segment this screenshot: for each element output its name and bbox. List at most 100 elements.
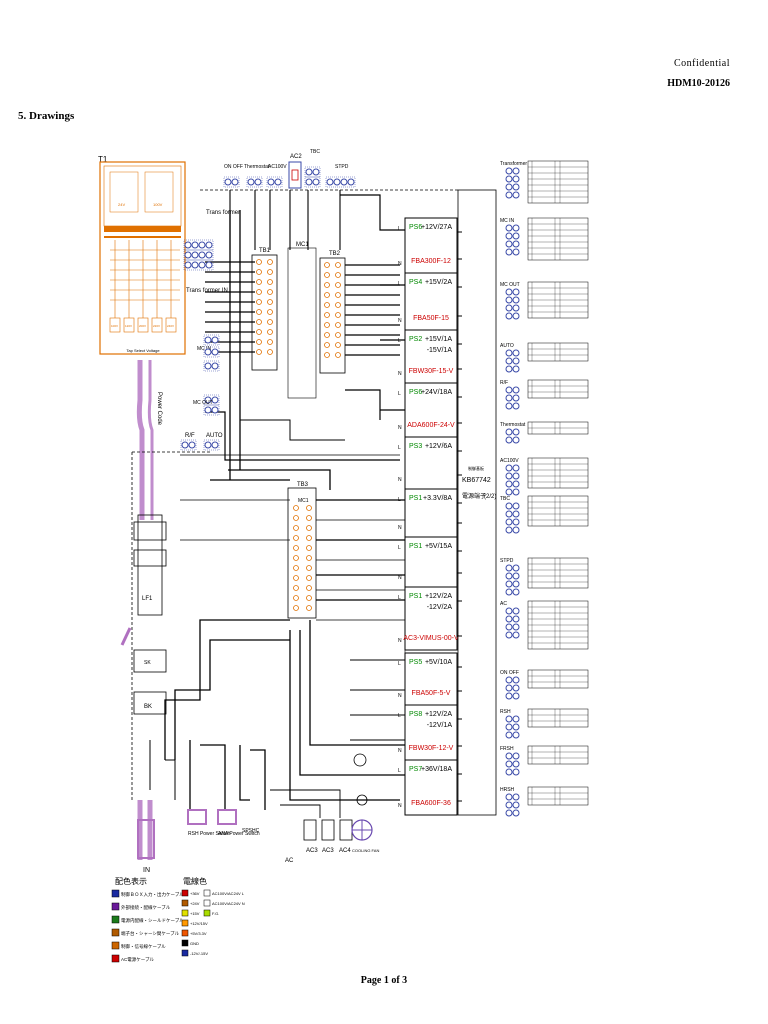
tap-box <box>151 317 163 333</box>
right-connector-label: MC IN <box>500 218 515 224</box>
connector-pin <box>181 441 189 449</box>
terminal-pin <box>293 545 299 551</box>
power-code-label: Power Code <box>156 392 162 426</box>
wire <box>200 744 226 810</box>
right-connector-label: Thermostat <box>500 422 526 428</box>
ps-output: +36V/18A <box>421 766 452 773</box>
connector-pin <box>274 178 282 186</box>
svg-text:N: N <box>398 575 402 581</box>
legend-item: +36V <box>190 891 200 896</box>
svg-text:制御基板: 制御基板 <box>468 465 484 471</box>
legend-swatch <box>111 928 120 937</box>
connector-pin <box>211 396 219 404</box>
connector-pin <box>211 336 219 344</box>
right-connector-group: HRSH <box>500 786 589 817</box>
tap-box <box>165 317 177 333</box>
terminal-pin <box>267 339 273 345</box>
transformer-name: T1 <box>98 155 108 164</box>
connector-pin <box>204 336 212 344</box>
bk-label: BK <box>144 704 152 710</box>
legend-swatch <box>181 939 189 947</box>
right-connector-label: HRSH <box>500 787 515 793</box>
terminal-pin <box>267 279 273 285</box>
connector-pin <box>347 178 355 186</box>
connector <box>203 360 220 372</box>
spec-table <box>527 457 589 489</box>
terminal-pin <box>306 605 312 611</box>
right-connector-group: MC IN <box>500 217 589 261</box>
terminal-blocks: TB1 TB2 MC1 TB3 MC1 <box>251 242 346 619</box>
right-connector-group: RSH <box>500 708 589 739</box>
ps-id: PS2 <box>409 336 422 343</box>
connector: MC OUT <box>193 394 220 406</box>
ana-switch-label: ANA Power Switch <box>218 831 260 837</box>
legend: 配色表示 電線色 制御ＢＯＸ入力・出力ケーブル外部接続・配線ケーブル電源内配線・… <box>111 876 245 963</box>
legend-swatch <box>181 949 189 957</box>
legend-item: AC100V/AC24V L <box>212 891 245 896</box>
terminal-pin <box>306 575 312 581</box>
ps-output: +12V/2A <box>425 593 452 600</box>
connector-pin <box>191 241 199 249</box>
terminal-pin <box>267 269 273 275</box>
connector-pin <box>326 178 334 186</box>
right-connector-group: Transformer <box>500 160 589 204</box>
connector-pin <box>254 178 262 186</box>
connector-label: MC IN <box>197 346 212 352</box>
terminal-pin <box>335 342 341 348</box>
legend-item: -12V/-15V <box>190 951 208 956</box>
wire <box>240 419 345 441</box>
legend-item: F.G. <box>212 911 219 916</box>
svg-text:L: L <box>398 661 401 667</box>
ps-output: +12V/27A <box>421 224 452 231</box>
tap-select-caption: Tap Select Voltage <box>126 348 160 353</box>
terminal-pin <box>267 259 273 265</box>
connector-pin <box>211 362 219 370</box>
page-footer: Page 1 of 3 <box>360 975 408 986</box>
tb2-label: TB2 <box>329 251 341 257</box>
ac-label-2: AC3 <box>306 848 318 854</box>
wire <box>205 411 400 461</box>
tap-rating-1: 24V <box>118 202 125 207</box>
connector-pin <box>267 178 275 186</box>
spec-table <box>527 217 589 261</box>
ps-output: -15V/1A <box>427 347 453 354</box>
tap-label: 220V <box>153 324 160 328</box>
wire <box>289 630 400 801</box>
terminal-pin <box>335 322 341 328</box>
legend-item: AC電源ケーブル <box>121 956 154 963</box>
connector: R/F <box>180 433 197 451</box>
spec-table <box>527 495 589 527</box>
right-connector-label: AC100V <box>500 458 519 464</box>
terminal-pin <box>306 525 312 531</box>
right-connector-group: AC100V <box>500 457 589 496</box>
legend-right-title: 電線色 <box>183 876 207 886</box>
wire <box>280 804 321 818</box>
terminal-pin <box>293 575 299 581</box>
svg-text:L: L <box>398 545 401 551</box>
connector-pin <box>205 251 213 259</box>
terminal-pin <box>256 319 262 325</box>
spec-table <box>527 708 589 728</box>
wire <box>299 630 405 776</box>
legend-swatch <box>181 899 189 907</box>
connector <box>304 176 321 188</box>
legend-swatch <box>181 929 189 937</box>
svg-text:AC3: AC3 <box>322 848 334 854</box>
terminal-pin <box>335 282 341 288</box>
connector: AUTO <box>203 433 223 451</box>
terminal-pin <box>256 299 262 305</box>
right-connector-group: R/F <box>500 379 589 410</box>
connector-pin <box>224 178 232 186</box>
terminal-pin <box>256 349 262 355</box>
ac-bottom-label: AC <box>285 858 294 864</box>
ps-output: +24V/18A <box>421 389 452 396</box>
tap-box <box>137 317 149 333</box>
right-connector-group: FRSH <box>500 745 589 776</box>
